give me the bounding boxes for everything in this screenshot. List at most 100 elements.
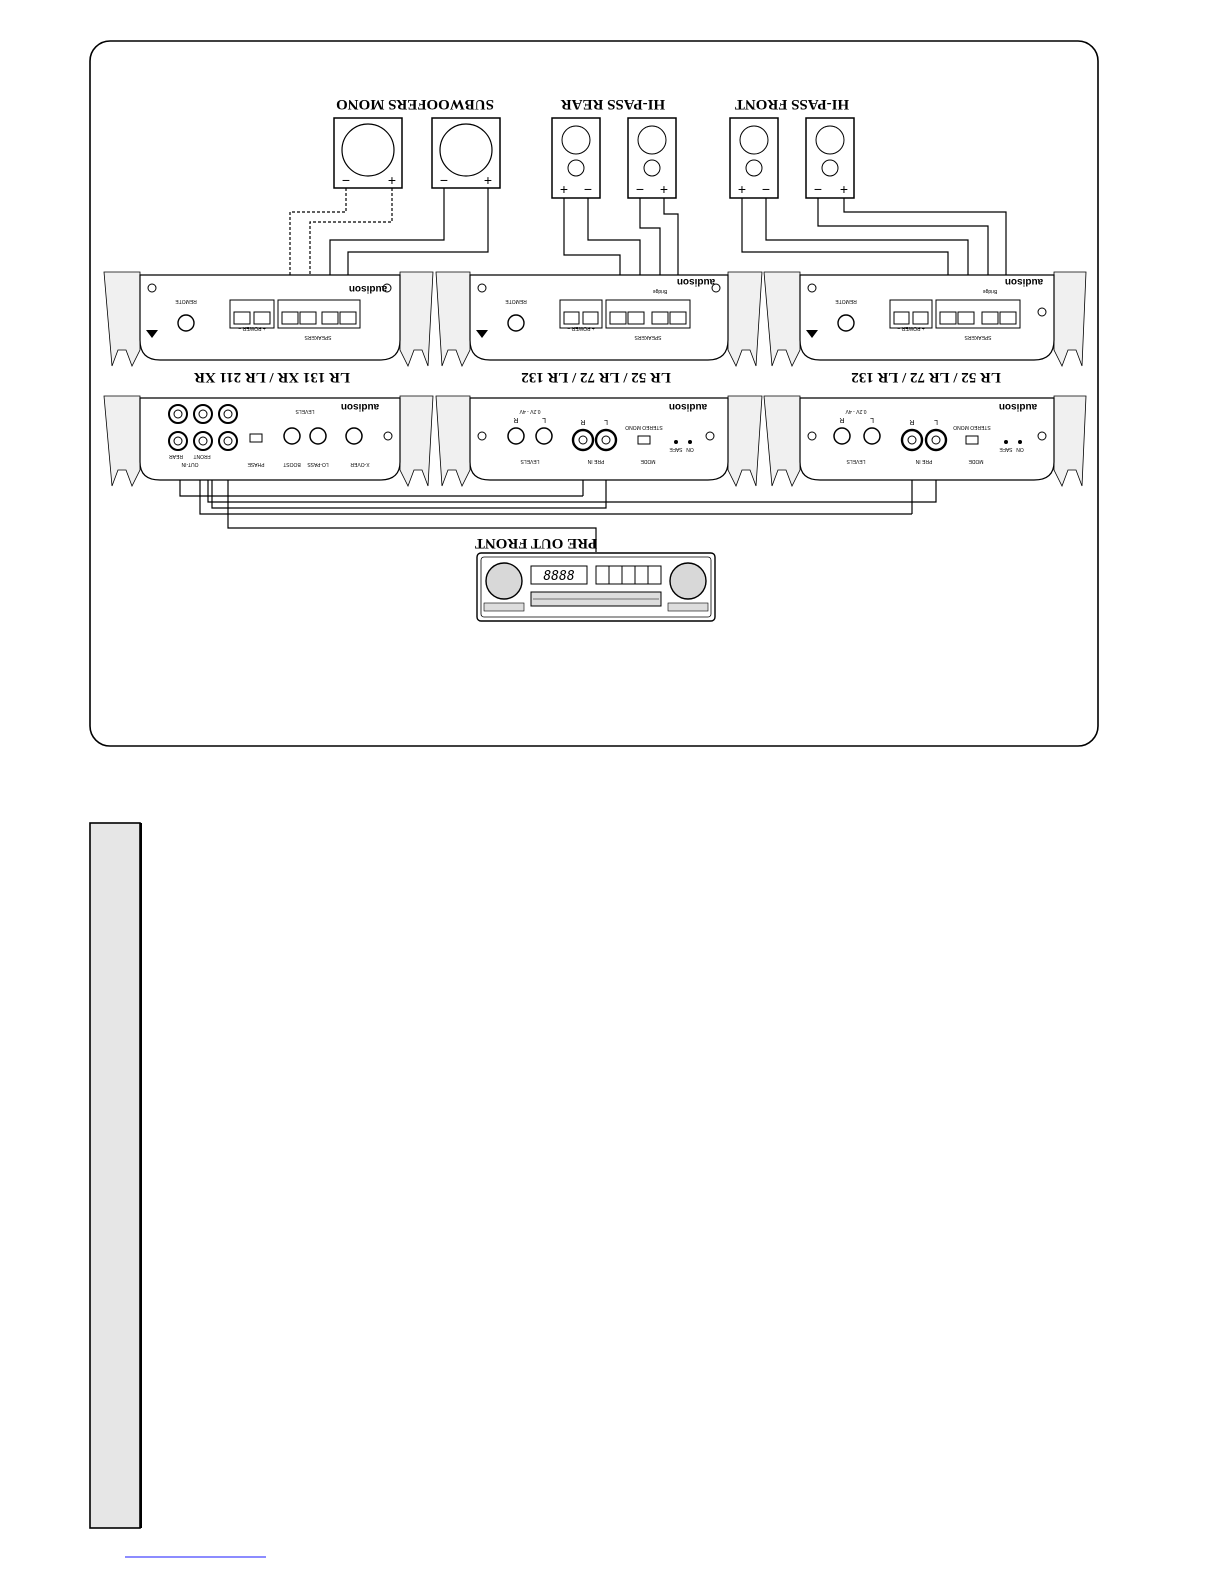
knob-r-label: R xyxy=(839,416,844,423)
front-speaker-1-woofer xyxy=(739,125,769,155)
screw-icon xyxy=(147,283,157,293)
center-amp-speaker-panel: REMOTE + POWER − SPEAKERS Bridge audison xyxy=(435,271,763,367)
front-speaker-1-minus: − xyxy=(762,181,770,197)
terminal-slot xyxy=(981,311,999,325)
subwoofer-group: SUBWOOFERS MONO − + − + xyxy=(333,96,501,189)
rca-jack-center xyxy=(198,436,208,446)
terminal-slot xyxy=(912,311,929,325)
brand-label: audison xyxy=(349,283,387,294)
front-right-minus-wire xyxy=(817,198,989,275)
terminal-slot xyxy=(582,311,599,325)
rear-left-plus-wire xyxy=(563,198,621,275)
stereo-mono-label: STEREO MONO xyxy=(625,424,663,430)
remote-label: REMOTE xyxy=(835,298,857,304)
knob-l-label: L xyxy=(542,416,546,423)
subwoofer-2-plus-wire xyxy=(347,188,489,275)
screw-icon xyxy=(807,283,817,293)
screw-icon xyxy=(383,431,393,441)
level-knob-r xyxy=(507,427,525,445)
side-bar xyxy=(89,822,141,1529)
rear-speaker-2-minus: − xyxy=(636,181,644,197)
level-range-label: 0.2V - 4V xyxy=(519,408,541,414)
audison-logo-icon xyxy=(806,330,818,338)
terminal-slot xyxy=(957,311,975,325)
bridge-label: Bridge xyxy=(983,288,998,294)
audison-logo-icon xyxy=(476,330,488,338)
subwoofer-1-minus: − xyxy=(342,172,350,188)
rca-jack-center xyxy=(198,409,208,419)
levels-label: LEVELS xyxy=(295,408,315,414)
on-led-icon xyxy=(1018,440,1022,444)
terminal-slot xyxy=(253,311,271,325)
jack-l-label: L xyxy=(604,418,608,425)
knob-r-label: R xyxy=(513,416,518,423)
subwoofer-2-cone xyxy=(439,123,493,177)
screw-icon xyxy=(711,283,721,293)
tuning-knob xyxy=(669,562,707,600)
screw-icon xyxy=(807,431,817,441)
remote-jack xyxy=(507,314,525,332)
terminal-slot xyxy=(609,311,627,325)
front-speaker-group: HI-PASS FRONT + − − + xyxy=(729,96,855,199)
brand-label: audison xyxy=(341,401,379,412)
xover-label: X-OVER xyxy=(350,461,370,467)
rear-speaker-1-minus: − xyxy=(584,181,592,197)
volume-knob xyxy=(485,562,523,600)
terminal-slot xyxy=(299,311,317,325)
subwoofer-2-plus: + xyxy=(484,172,492,188)
rear-speaker-1-tweeter xyxy=(567,159,585,177)
remote-jack xyxy=(177,314,195,332)
rca-jack-center xyxy=(578,435,588,445)
mode-label: MODE xyxy=(640,458,656,464)
front-speaker-2-plus: + xyxy=(840,181,848,197)
terminal-slot xyxy=(669,311,687,325)
rear-left-minus-wire xyxy=(587,198,641,275)
rear-speaker-2-woofer xyxy=(637,125,667,155)
power-label: + POWER − xyxy=(897,325,925,331)
front-left-minus-wire xyxy=(765,198,969,275)
rca-jack-center xyxy=(601,435,611,445)
left-amp-speaker-panel: REMOTE + POWER − SPEAKERS audison xyxy=(103,271,434,367)
lopass-label: LO-PASS xyxy=(307,461,329,467)
terminal-slot xyxy=(651,311,669,325)
front-right-plus-wire xyxy=(843,198,1007,275)
terminal-slot xyxy=(999,311,1017,325)
button-row-right xyxy=(667,602,709,612)
display xyxy=(530,565,588,585)
brand-label: audison xyxy=(999,401,1037,412)
xover-knob xyxy=(345,427,363,445)
on-label: ON xyxy=(686,446,694,452)
subwoofer-1-plus-wire xyxy=(309,188,393,275)
out-in-label: OUT-IN xyxy=(181,461,198,467)
speakers-label: SPEAKERS xyxy=(634,334,662,340)
boost-knob xyxy=(283,427,301,445)
button-row-left xyxy=(483,602,525,612)
center-amp-model-label: LR 52 / LR 72 / LR 132 xyxy=(521,369,671,385)
screw-icon xyxy=(477,431,487,441)
level-range-label: 0.2V - 4V xyxy=(845,408,867,414)
safe-label: SAFE xyxy=(999,446,1013,452)
safe-led-icon xyxy=(674,440,678,444)
on-label: ON xyxy=(1016,446,1024,452)
hipass-front-label: HI-PASS FRONT xyxy=(735,96,849,112)
terminal-slot xyxy=(893,311,910,325)
speakers-label: SPEAKERS xyxy=(964,334,992,340)
jack-r-label: R xyxy=(580,418,585,425)
jack-r-label: R xyxy=(909,418,914,425)
power-label: + POWER − xyxy=(567,325,595,331)
right-pre-in-wire-2 xyxy=(207,460,937,503)
rca-jack-center xyxy=(931,435,941,445)
pre-out-front-wire xyxy=(227,460,597,552)
display-digits: 8888 xyxy=(543,569,574,584)
terminal-slot xyxy=(627,311,645,325)
screw-icon xyxy=(1037,307,1047,317)
subwoofers-label: SUBWOOFERS MONO xyxy=(336,96,494,112)
jack-l-label: L xyxy=(934,418,938,425)
remote-label: REMOTE xyxy=(505,298,527,304)
rear-right-plus-wire xyxy=(663,198,679,275)
right-amp-speaker-panel: REMOTE + POWER − SPEAKERS Bridge audison xyxy=(763,271,1087,367)
head-unit-bezel xyxy=(480,556,712,618)
on-led-icon xyxy=(688,440,692,444)
pre-in-label: PRE IN xyxy=(587,458,604,464)
